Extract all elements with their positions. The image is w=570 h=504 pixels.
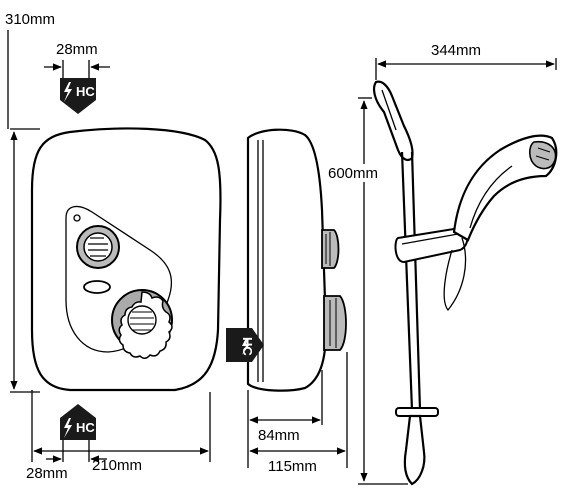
dimension-115: 115mm [268,458,317,475]
kit-width-dimension: 344mm [375,42,557,80]
top-badge-label: HC [76,84,95,99]
shower-handset-icon [452,134,558,242]
power-knob-icon [111,289,173,359]
height-dimension: 310mm [5,11,55,393]
top-inlet-dimension: 28mm [44,41,110,78]
rail-bottom-bracket [395,407,439,486]
electric-bolt-icon [64,82,72,102]
shower-hose [443,237,467,312]
dimension-28-bottom: 28mm [26,465,68,482]
bottom-inlet-badge: HC [60,404,96,440]
temperature-knob-icon [76,225,120,269]
indicator-dot [73,214,81,222]
shower-kit-view: 344mm 600mm [326,42,558,486]
side-knob-lower-icon [323,295,347,351]
front-view: HC HC 310mm 28mm [5,11,222,482]
top-inlet-badge: HC [60,78,96,114]
electric-bolt-icon [64,418,72,438]
bottom-dimensions: 28mm 210mm [26,390,211,482]
dimension-344: 344mm [431,42,481,59]
side-inlet-badge: HC [226,328,264,362]
dimension-600: 600mm [328,165,378,182]
side-knob-upper-icon [321,229,340,269]
side-body-outline [246,128,328,392]
dimension-210: 210mm [92,457,142,474]
kit-height-dimension: 600mm [326,97,408,485]
electric-bolt-icon [242,338,250,355]
depth-dimensions: 84mm 115mm [247,352,348,475]
front-body-outline [30,127,222,392]
side-view: HC 84mm 115mm [226,128,348,475]
dimension-28-top: 28mm [56,41,98,58]
mode-button-icon [83,280,111,294]
dimension-310: 310mm [5,11,55,28]
bottom-badge-label: HC [76,420,95,435]
dimension-84: 84mm [258,427,300,444]
